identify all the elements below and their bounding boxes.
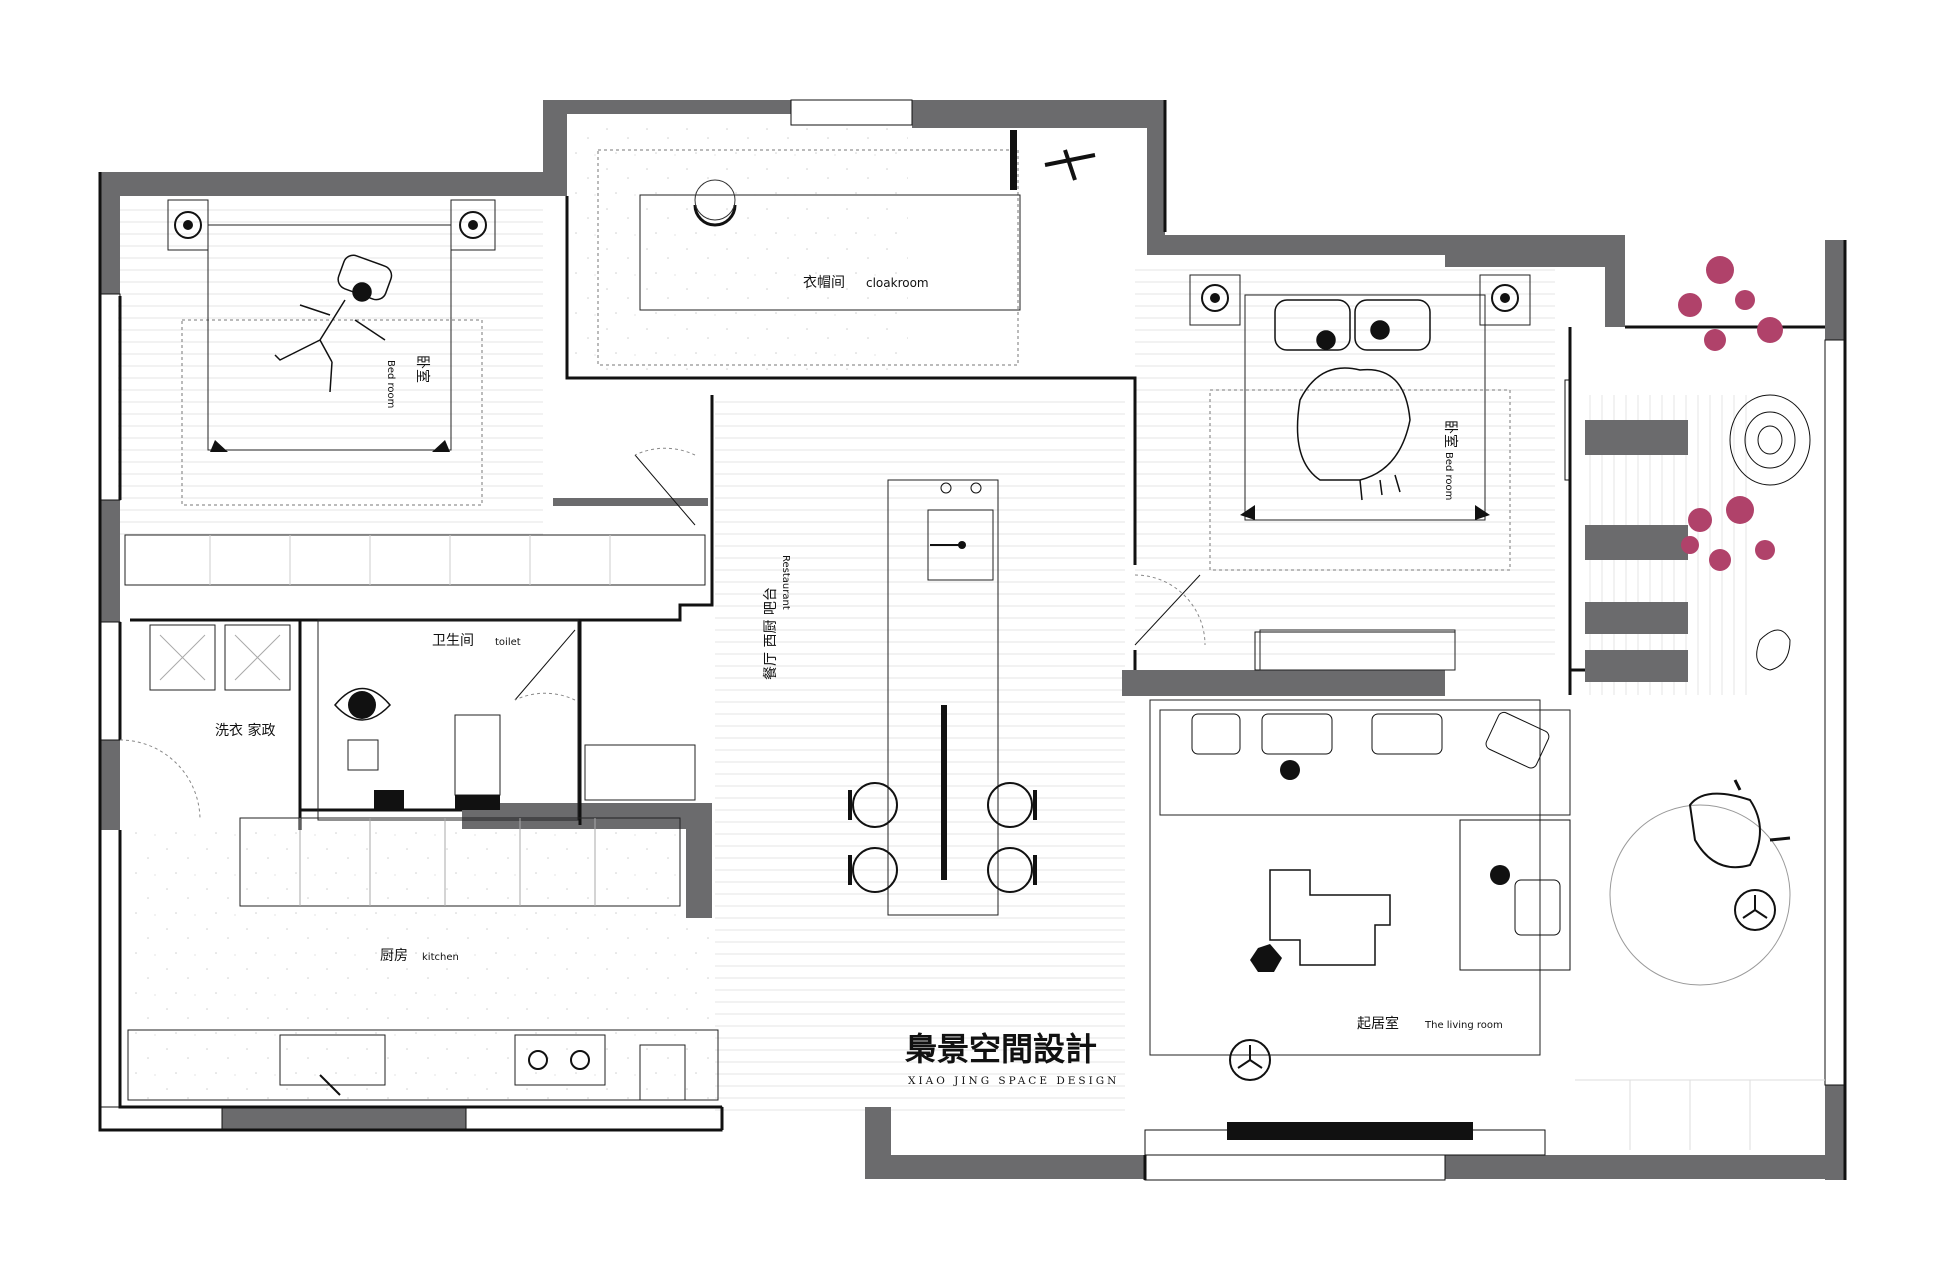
windows (99, 99, 1846, 1181)
kitchen-label-en: kitchen (422, 952, 459, 963)
laundry-room: 洗衣 家政 (149, 624, 291, 739)
person-icon (1280, 760, 1510, 885)
balcony (1585, 256, 1811, 682)
fan-icon (1229, 1039, 1271, 1081)
dining-chair-icon (848, 782, 1037, 893)
living-label-zh: 起居室 (1357, 1015, 1399, 1032)
living-label-en: The living room (1424, 1020, 1503, 1031)
sleeping-person-icon (274, 254, 393, 393)
bedroom-right-label-en: Bed room (1443, 452, 1454, 500)
cloakroom-label-zh: 衣帽间 (803, 275, 845, 291)
plant-icon (1678, 256, 1783, 571)
brand-name-zh: 梟景空間設計 (904, 1030, 1097, 1068)
bedroom-left-label-zh: 卧室 (414, 355, 431, 383)
brand-name-en: XIAO JING SPACE DESIGN (908, 1075, 1119, 1087)
cloakroom: 衣帽间 cloakroom (597, 130, 1096, 366)
kitchen: 厨房 kitchen (127, 817, 719, 1101)
walls (100, 100, 1845, 1180)
armchair-icon (1688, 779, 1791, 869)
toilet-label-en: toilet (495, 637, 521, 648)
person-icon (334, 687, 392, 721)
fan-icon (1734, 889, 1776, 931)
restaurant-label-zh: 餐厅 西厨 吧台 (763, 587, 779, 680)
bedroom-left-label-en: Bed room (385, 360, 396, 408)
nightstand-right-2 (1479, 274, 1531, 326)
floor-fills (118, 120, 1750, 1115)
nightstand-left (167, 199, 209, 251)
toilet-label-zh: 卫生间 (432, 633, 474, 649)
brand-logo: 梟景空間設計 XIAO JING SPACE DESIGN (904, 1030, 1119, 1087)
cloakroom-label-en: cloakroom (866, 276, 929, 290)
nightstand-right (450, 199, 496, 251)
toilet-room: 卫生间 toilet (317, 619, 696, 821)
nightstand-right-1 (1189, 274, 1241, 326)
right-bedroom: 卧室 Bed room (1189, 274, 1531, 671)
doors (119, 447, 1206, 821)
left-bedroom: 卧室 Bed room (124, 199, 706, 586)
restaurant-label-en: Restaurant (780, 555, 791, 610)
kitchen-label-zh: 厨房 (380, 948, 408, 964)
dining-area: 餐厅 西厨 吧台 Restaurant (763, 479, 1037, 916)
laundry-label: 洗衣 家政 (215, 722, 275, 739)
bedroom-right-label-zh: 卧室 (1442, 420, 1459, 448)
living-room: 起居室 The living room (1149, 699, 1571, 1140)
lounge (1575, 779, 1825, 1150)
couple-sleeping-icon (1274, 299, 1431, 501)
